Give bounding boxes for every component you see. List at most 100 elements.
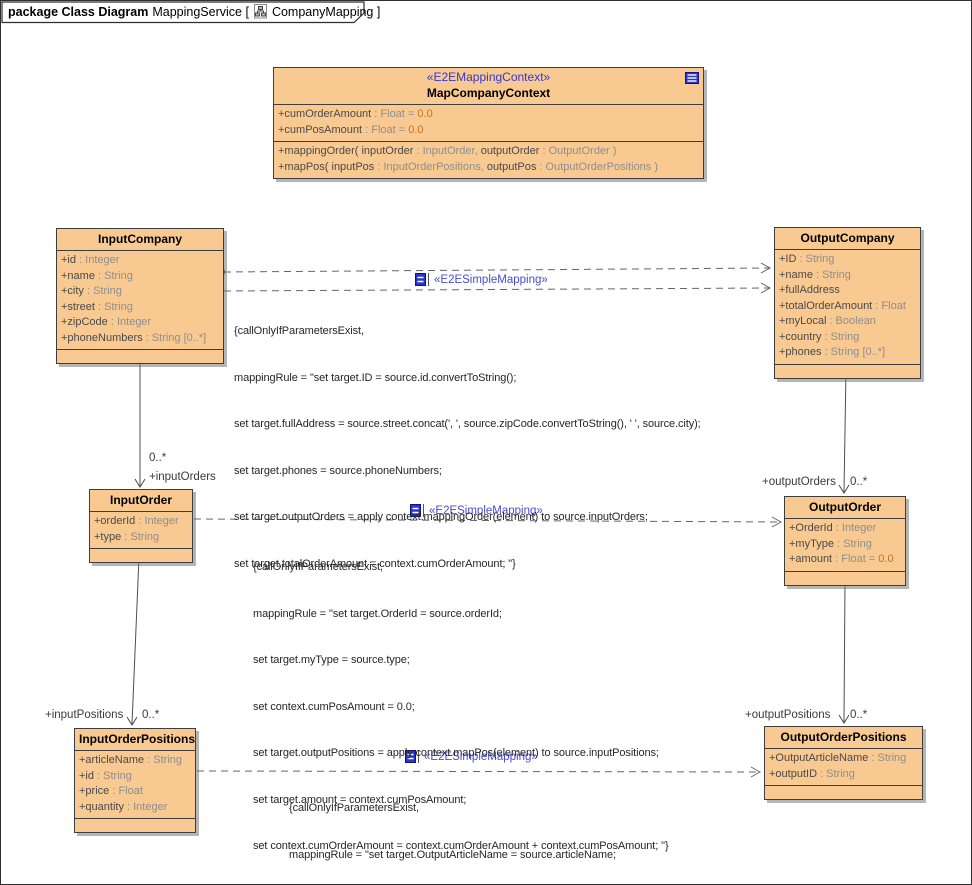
mapping-label-order[interactable]: «E2ESimpleMapping» [410, 504, 543, 517]
operations-compartment-empty [775, 365, 920, 378]
class-name: InputCompany [98, 232, 182, 246]
mapping-label-positions[interactable]: «E2ESimpleMapping» [405, 750, 538, 763]
mapping-icon [415, 273, 429, 286]
mapping-line-positions[interactable] [196, 766, 762, 778]
attributes-compartment: +articleName : String +id : String +pric… [75, 751, 195, 819]
class-header[interactable]: InputOrder [90, 490, 192, 512]
class-name: OutputOrderPositions [780, 730, 907, 744]
operations-compartment-empty [90, 549, 192, 562]
mapping-label-text: «E2ESimpleMapping» [434, 273, 548, 286]
note-icon[interactable] [685, 72, 699, 84]
attribute-row[interactable]: +id : String [79, 769, 132, 782]
attribute-row[interactable]: +myType : String [789, 537, 872, 550]
attribute-row[interactable]: +quantity : Integer [79, 800, 168, 813]
mapping-label-text: «E2ESimpleMapping» [429, 504, 543, 517]
role-inputOrders[interactable]: +inputOrders [149, 471, 216, 483]
mapping-line-company-fulladdress[interactable] [223, 282, 772, 294]
association-inputOrders[interactable] [134, 356, 146, 488]
association-outputOrders[interactable] [838, 368, 850, 494]
class-mapcompanycontext[interactable]: «E2EMappingContext» MapCompanyContext +c… [273, 67, 704, 179]
multiplicity-outputOrders[interactable]: 0..* [850, 476, 868, 488]
class-name: OutputCompany [800, 231, 895, 245]
operation-row[interactable]: +mappingOrder( inputOrder : InputOrder, … [278, 145, 617, 157]
attributes-compartment: +OrderId : Integer +myType : String +amo… [785, 519, 905, 572]
class-header[interactable]: InputOrderPositions [75, 729, 195, 751]
operations-compartment-empty [57, 350, 223, 363]
role-outputOrders[interactable]: +outputOrders [762, 476, 836, 488]
multiplicity-inputOrders[interactable]: 0..* [149, 452, 167, 464]
class-name: InputOrderPositions [79, 732, 196, 746]
class-name: MapCompanyContext [426, 86, 551, 100]
attribute-row[interactable]: +country : String [779, 330, 860, 343]
frame-context: MappingService [ [152, 4, 249, 19]
class-header[interactable]: InputCompany [57, 229, 223, 251]
class-name: InputOrder [110, 493, 172, 507]
attribute-row[interactable]: +type : String [94, 530, 160, 543]
attributes-compartment: +OutputArticleName : String +outputID : … [765, 749, 922, 786]
frame-tab-title: package Class Diagram MappingService [ C… [8, 4, 380, 19]
attribute-row[interactable]: +name : String [61, 269, 133, 282]
class-header[interactable]: OutputCompany [775, 228, 920, 250]
class-stereotype: «E2EMappingContext» [426, 70, 551, 84]
attribute-row[interactable]: +totalOrderAmount : Float [779, 299, 906, 312]
attribute-row[interactable]: +city : String [61, 285, 122, 297]
multiplicity-inputPositions[interactable]: 0..* [142, 709, 160, 721]
frame-keyword: package Class Diagram [8, 4, 149, 19]
class-diagram-icon [253, 4, 267, 19]
frame-diagram-name: CompanyMapping ] [271, 4, 381, 19]
operations-compartment-empty [75, 819, 195, 832]
attribute-row[interactable]: +OrderId : Integer [789, 522, 877, 534]
mapping-constraint-company[interactable]: {callOnlyIfParametersExist, mappingRule … [234, 325, 701, 570]
attribute-row[interactable]: +name : String [779, 268, 851, 281]
role-inputPositions[interactable]: +inputPositions [45, 709, 124, 721]
attribute-row[interactable]: +id : Integer [61, 254, 120, 266]
association-outputPositions[interactable] [838, 579, 850, 724]
class-outputcompany[interactable]: OutputCompany +ID : String +name : Strin… [774, 227, 921, 379]
class-inputcompany[interactable]: InputCompany +id : Integer +name : Strin… [56, 228, 224, 364]
role-outputPositions[interactable]: +outputPositions [745, 709, 831, 721]
mapping-constraint-order[interactable]: {callOnlyIfParametersExist, mappingRule … [253, 561, 669, 852]
attributes-compartment: +ID : String +name : String +fullAddress… [775, 250, 920, 365]
attribute-row[interactable]: +cumOrderAmount : Float = 0.0 [278, 108, 433, 120]
operations-compartment-empty [785, 572, 905, 585]
mapping-constraint-positions[interactable]: {callOnlyIfParametersExist, mappingRule … [289, 802, 616, 861]
attribute-row[interactable]: +street : String [61, 300, 133, 313]
attribute-row[interactable]: +zipCode : Integer [61, 316, 152, 328]
attribute-row[interactable]: +phoneNumbers : String [0..*] [61, 331, 207, 344]
attribute-row[interactable]: +ID : String [779, 253, 835, 265]
mapping-icon [410, 504, 424, 517]
mapping-label-company[interactable]: «E2ESimpleMapping» [415, 273, 548, 286]
class-inputorder[interactable]: InputOrder +orderId : Integer +type : St… [89, 489, 193, 563]
class-name: OutputOrder [809, 500, 881, 514]
attribute-row[interactable]: +phones : String [0..*] [779, 346, 886, 358]
frame-tab [1, 1, 365, 24]
attribute-row[interactable]: +articleName : String [79, 754, 183, 766]
mapping-line-company-name[interactable] [223, 262, 772, 274]
mapping-icon [405, 750, 419, 763]
mapping-line-order[interactable] [193, 516, 783, 528]
class-header[interactable]: OutputOrder [785, 497, 905, 519]
attribute-row[interactable]: +myLocal : Boolean [779, 315, 876, 327]
class-header[interactable]: OutputOrderPositions [765, 727, 922, 749]
attribute-row[interactable]: +outputID : String [769, 767, 855, 780]
attributes-compartment: +id : Integer +name : String +city : Str… [57, 251, 223, 350]
attribute-row[interactable]: +price : Float [79, 785, 143, 797]
operations-compartment: +mappingOrder( inputOrder : InputOrder, … [274, 142, 703, 178]
multiplicity-outputPositions[interactable]: 0..* [850, 709, 868, 721]
attribute-row[interactable]: +orderId : Integer [94, 515, 179, 527]
attribute-row[interactable]: +amount : Float = 0.0 [789, 553, 894, 565]
class-outputorderpositions[interactable]: OutputOrderPositions +OutputArticleName … [764, 726, 923, 800]
class-outputorder[interactable]: OutputOrder +OrderId : Integer +myType :… [784, 496, 906, 586]
attributes-compartment: +cumOrderAmount : Float = 0.0 +cumPosAmo… [274, 105, 703, 142]
attribute-row[interactable]: +OutputArticleName : String [769, 752, 907, 764]
mapping-label-text: «E2ESimpleMapping» [424, 750, 538, 763]
operation-row[interactable]: +mapPos( inputPos : InputOrderPositions,… [278, 160, 659, 173]
class-header[interactable]: «E2EMappingContext» MapCompanyContext [274, 68, 703, 105]
attribute-row[interactable]: +cumPosAmount : Float = 0.0 [278, 123, 424, 136]
association-inputPositions[interactable] [126, 556, 140, 726]
class-inputorderpositions[interactable]: InputOrderPositions +articleName : Strin… [74, 728, 196, 833]
attributes-compartment: +orderId : Integer +type : String [90, 512, 192, 549]
attribute-row[interactable]: +fullAddress [779, 284, 840, 296]
